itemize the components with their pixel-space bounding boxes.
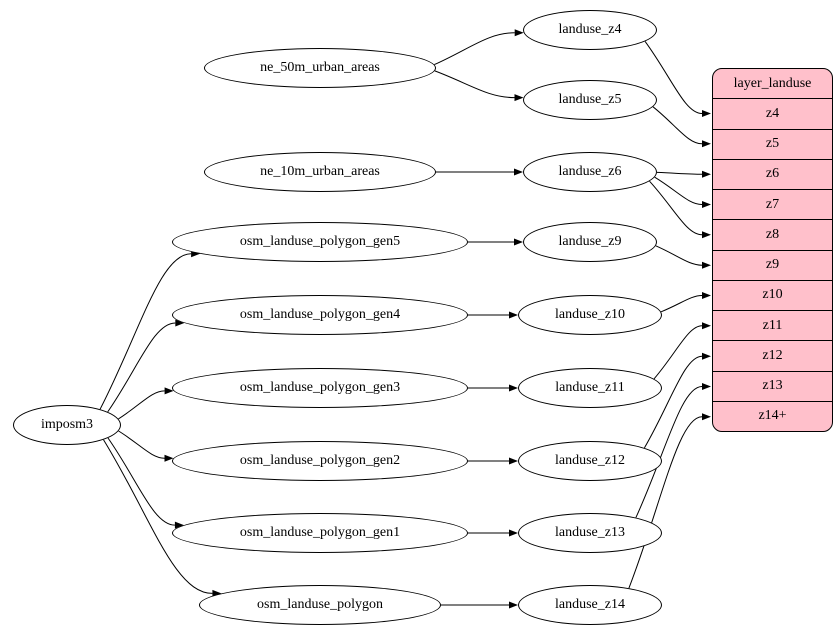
edge-landuse_z11-to-layer_landuse-z11: [653, 325, 703, 380]
edge-landuse_z12-to-layer_landuse-z12: [643, 355, 703, 449]
arrowhead-landuse_z9-to-layer_landuse-z9: [702, 261, 711, 269]
edge-imposm3-to-osm_landuse_polygon_gen4: [107, 322, 176, 413]
node-osm-landuse-polygon-gen4: osm_landuse_polygon_gen4: [172, 295, 468, 335]
arrowhead-landuse_z6-to-layer_landuse-z8: [702, 231, 711, 239]
layer-landuse-row-z4: z4: [713, 98, 832, 128]
arrowhead-landuse_z13-to-layer_landuse-z13: [702, 383, 711, 390]
layer-landuse-row-z14-plus: z14+: [713, 400, 832, 431]
arrowhead-imposm3-to-osm_landuse_polygon_gen2: [164, 454, 174, 462]
layer-landuse-row-z9: z9: [713, 249, 832, 280]
layer-landuse-row-z5: z5: [713, 128, 832, 159]
layer-landuse-row-z11: z11: [713, 310, 832, 340]
node-landuse-z12: landuse_z12: [518, 441, 662, 481]
node-imposm3: imposm3: [13, 405, 121, 445]
node-osm-landuse-polygon-gen1: osm_landuse_polygon_gen1: [172, 513, 468, 553]
node-landuse-z14: landuse_z14: [518, 585, 662, 625]
arrowhead-landuse_z11-to-layer_landuse-z11: [702, 322, 711, 330]
arrowhead-landuse_z12-to-layer_landuse-z12: [702, 352, 711, 360]
edge-landuse_z10-to-layer_landuse-z10: [660, 295, 703, 313]
node-landuse-z5: landuse_z5: [523, 80, 657, 120]
node-landuse-z11: landuse_z11: [518, 368, 662, 408]
edge-landuse_z6-to-layer_landuse-z6: [656, 171, 703, 175]
node-landuse-z9: landuse_z9: [523, 222, 657, 262]
layer-landuse-title: layer_landuse: [733, 75, 812, 91]
layer-landuse-row-z10: z10: [713, 279, 832, 310]
edge-ne_50m_urban_areas-to-landuse_z4: [434, 32, 515, 66]
arrowhead-osm_landuse_polygon_gen4-to-landuse_z10: [509, 311, 518, 319]
arrowhead-landuse_z5-to-layer_landuse-z5: [702, 140, 711, 148]
edge-landuse_z9-to-layer_landuse-z9: [655, 245, 703, 266]
edge-imposm3-to-osm_landuse_polygon_gen2: [118, 430, 165, 459]
layer-landuse-row-z8: z8: [713, 219, 832, 249]
layer-landuse-row-z12: z12: [713, 340, 832, 370]
node-osm-landuse-polygon-gen2: osm_landuse_polygon_gen2: [172, 441, 468, 481]
arrowhead-landuse_z6-to-layer_landuse-z6: [702, 170, 711, 178]
node-ne-50m-urban-areas: ne_50m_urban_areas: [204, 48, 436, 88]
layer-landuse-row-z13: z13: [713, 370, 832, 401]
arrowhead-landuse_z4-to-layer_landuse-z4: [702, 110, 711, 117]
arrowhead-osm_landuse_polygon-to-landuse_z14: [509, 601, 518, 609]
layer-landuse-row-z7: z7: [713, 189, 832, 219]
edge-landuse_z6-to-layer_landuse-z8: [649, 180, 703, 236]
edge-imposm3-to-osm_landuse_polygon_gen1: [107, 437, 175, 526]
arrowhead-landuse_z6-to-layer_landuse-z7: [702, 201, 711, 208]
arrowhead-osm_landuse_polygon_gen3-to-landuse_z11: [509, 384, 518, 392]
arrowhead-imposm3-to-osm_landuse_polygon_gen3: [164, 387, 174, 395]
node-ne-10m-urban-areas: ne_10m_urban_areas: [204, 152, 436, 192]
arrowhead-osm_landuse_polygon_gen2-to-landuse_z12: [509, 457, 518, 465]
node-landuse-z6: landuse_z6: [523, 152, 657, 192]
edge-imposm3-to-osm_landuse_polygon_gen5: [99, 253, 192, 410]
edge-imposm3-to-osm_landuse_polygon: [103, 439, 213, 594]
edge-landuse_z14-to-layer_landuse-z14+: [628, 416, 703, 589]
arrowhead-ne_50m_urban_areas-to-landuse_z5: [514, 94, 524, 102]
node-osm-landuse-polygon-gen5: osm_landuse_polygon_gen5: [172, 222, 468, 262]
node-landuse-z4: landuse_z4: [523, 10, 657, 50]
arrowhead-landuse_z14-to-layer_landuse-z14+: [702, 413, 711, 421]
node-osm-landuse-polygon: osm_landuse_polygon: [199, 585, 441, 625]
node-landuse-z13: landuse_z13: [518, 513, 662, 553]
arrowhead-landuse_z10-to-layer_landuse-z10: [702, 292, 711, 299]
node-landuse-z10: landuse_z10: [518, 295, 662, 335]
edge-landuse_z13-to-layer_landuse-z13: [635, 386, 703, 518]
edge-landuse_z6-to-layer_landuse-z7: [654, 176, 703, 205]
arrowhead-ne_50m_urban_areas-to-landuse_z4: [514, 29, 524, 37]
arrowhead-osm_landuse_polygon_gen5-to-landuse_z9: [514, 238, 523, 246]
edge-landuse_z4-to-layer_landuse-z4: [644, 41, 703, 114]
edge-ne_50m_urban_areas-to-landuse_z5: [434, 70, 515, 99]
node-osm-landuse-polygon-gen3: osm_landuse_polygon_gen3: [172, 368, 468, 408]
edge-imposm3-to-osm_landuse_polygon_gen3: [118, 390, 165, 420]
arrowhead-ne_10m_urban_areas-to-landuse_z6: [514, 168, 523, 176]
edge-landuse_z5-to-layer_landuse-z5: [652, 106, 703, 145]
arrowhead-imposm3-to-osm_landuse_polygon_gen4: [175, 319, 185, 327]
arrowhead-osm_landuse_polygon_gen1-to-landuse_z13: [509, 529, 518, 537]
layer-landuse-row-z6: z6: [713, 158, 832, 189]
